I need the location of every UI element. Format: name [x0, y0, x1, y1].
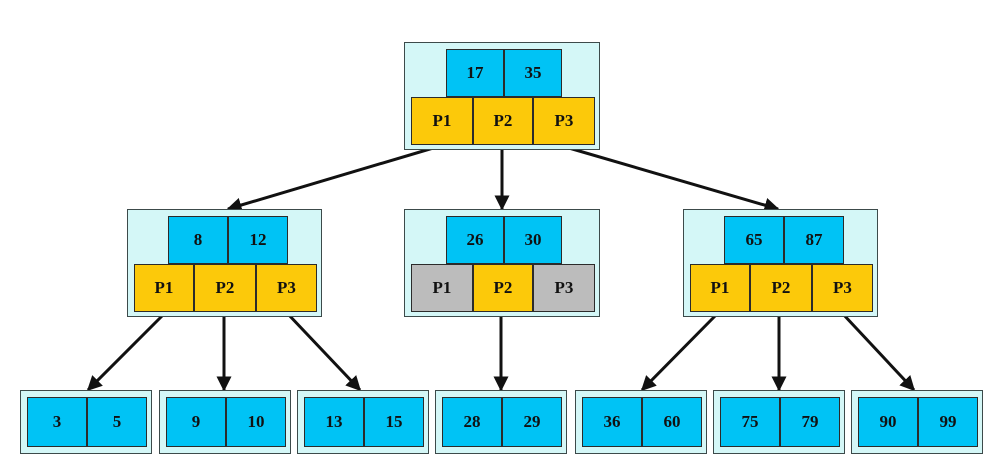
leaf-3-key-1: 13: [304, 397, 364, 447]
edge-root-p3-to-internal-3: [561, 144, 780, 213]
leaf-node-6: 75 79: [713, 390, 845, 454]
leaf-4-key-2: 29: [502, 397, 562, 447]
leaf-node-3: 13 15: [297, 390, 429, 454]
internal-1-pointer-p1: P1: [134, 264, 194, 312]
root-pointer-p1: P1: [411, 97, 473, 145]
internal-3-pointer-p3: P3: [812, 264, 873, 312]
leaf-2-key-1: 9: [166, 397, 226, 447]
internal-3-pointer-p1: P1: [690, 264, 750, 312]
internal-1-pointer-p3: P3: [256, 264, 317, 312]
internal-3-pointer-p2: P2: [750, 264, 812, 312]
leaf-node-4: 28 29: [435, 390, 567, 454]
leaf-7-key-1: 90: [858, 397, 918, 447]
leaf-4-key-1: 28: [442, 397, 502, 447]
leaf-1-key-1: 3: [27, 397, 87, 447]
leaf-6-key-1: 75: [720, 397, 780, 447]
internal-2-key-2: 30: [504, 216, 562, 264]
leaf-node-5: 36 60: [575, 390, 707, 454]
leaf-7-key-2: 99: [918, 397, 978, 447]
leaf-5-key-2: 60: [642, 397, 702, 447]
internal-2-pointer-p1: P1: [411, 264, 473, 312]
internal-node-3: 65 87 P1 P2 P3: [683, 209, 878, 317]
internal-2-pointer-p2: P2: [473, 264, 533, 312]
leaf-3-key-2: 15: [364, 397, 424, 447]
internal-2-pointer-p3: P3: [533, 264, 595, 312]
root-key-2: 35: [504, 49, 562, 97]
edge-internal-3-p1-to-leaf-5: [640, 311, 720, 392]
internal-1-pointer-p2: P2: [194, 264, 256, 312]
root-pointer-p2: P2: [473, 97, 533, 145]
edge-internal-1-p1-to-leaf-1: [86, 311, 167, 392]
internal-1-key-1: 8: [168, 216, 228, 264]
leaf-2-key-2: 10: [226, 397, 286, 447]
root-key-1: 17: [446, 49, 504, 97]
internal-3-key-1: 65: [724, 216, 784, 264]
leaf-node-1: 3 5: [20, 390, 152, 454]
leaf-1-key-2: 5: [87, 397, 147, 447]
internal-1-key-2: 12: [228, 216, 288, 264]
edge-internal-3-p3-to-leaf-7: [840, 311, 916, 392]
internal-3-key-2: 87: [784, 216, 844, 264]
leaf-6-key-2: 79: [780, 397, 840, 447]
internal-node-2: 26 30 P1 P2 P3: [404, 209, 600, 317]
edge-root-p1-to-internal-1: [226, 144, 441, 213]
internal-2-key-1: 26: [446, 216, 504, 264]
root-node: 17 35 P1 P2 P3: [404, 42, 600, 150]
internal-node-1: 8 12 P1 P2 P3: [127, 209, 322, 317]
edge-internal-1-p3-to-leaf-3: [285, 311, 362, 392]
leaf-node-7: 90 99: [851, 390, 983, 454]
root-pointer-p3: P3: [533, 97, 595, 145]
leaf-5-key-1: 36: [582, 397, 642, 447]
leaf-node-2: 9 10: [159, 390, 291, 454]
